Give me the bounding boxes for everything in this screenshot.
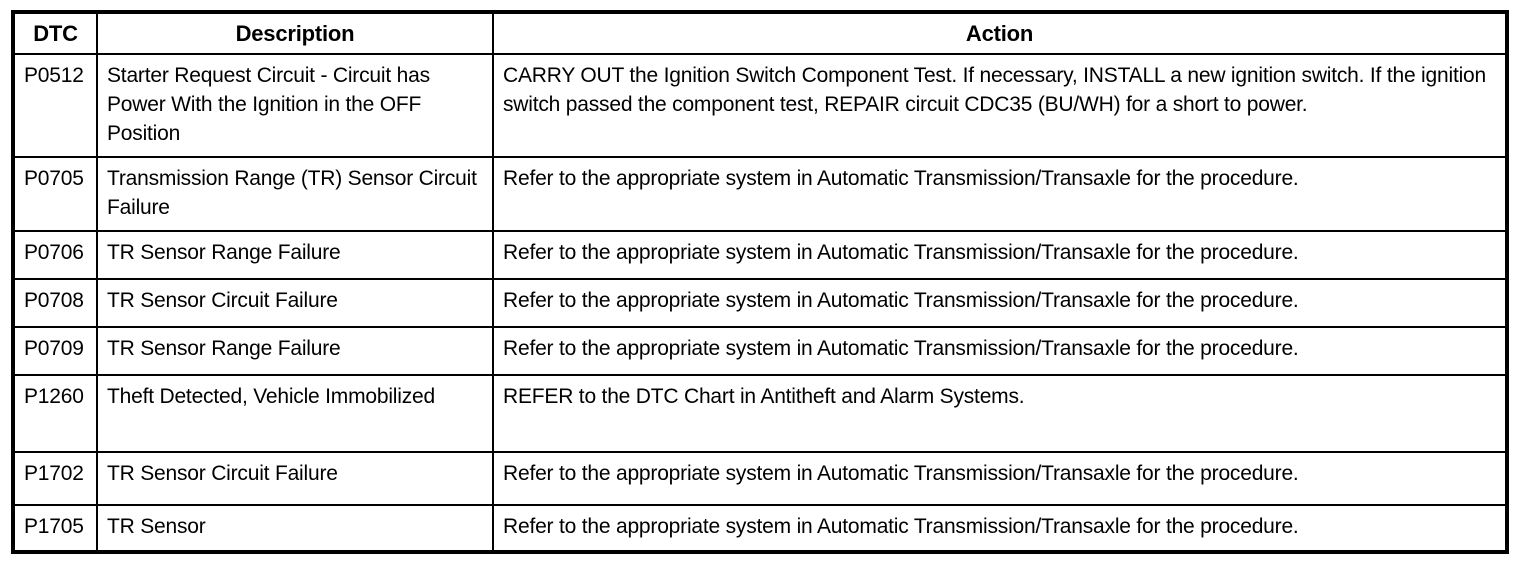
description-cell: TR Sensor Range Failure xyxy=(96,325,494,377)
action-cell: Refer to the appropriate system in Autom… xyxy=(492,229,1508,280)
table-row: P0706 TR Sensor Range Failure Refer to t… xyxy=(12,229,1508,280)
description-cell: Transmission Range (TR) Sensor Circuit F… xyxy=(96,156,494,232)
description-cell: Theft Detected, Vehicle Immobilized xyxy=(96,374,494,453)
action-cell: Refer to the appropriate system in Autom… xyxy=(492,325,1508,377)
table-row: P1702 TR Sensor Circuit Failure Refer to… xyxy=(12,450,1508,506)
table-row: P1705 TR Sensor Refer to the appropriate… xyxy=(12,503,1508,554)
header-dtc: DTC xyxy=(12,11,98,55)
table-header-row: DTC Description Action xyxy=(12,11,1508,55)
description-cell: TR Sensor Circuit Failure xyxy=(96,450,494,506)
dtc-code-cell: P0706 xyxy=(12,229,98,280)
table-row: P0709 TR Sensor Range Failure Refer to t… xyxy=(12,325,1508,377)
description-cell: TR Sensor Circuit Failure xyxy=(96,277,494,328)
dtc-code-cell: P0709 xyxy=(12,325,98,377)
table-row: P0512 Starter Request Circuit - Circuit … xyxy=(12,52,1508,159)
description-cell: Starter Request Circuit - Circuit has Po… xyxy=(96,52,494,159)
description-cell: TR Sensor xyxy=(96,503,494,554)
dtc-code-cell: P0708 xyxy=(12,277,98,328)
dtc-code-cell: P0705 xyxy=(12,156,98,232)
dtc-chart-table: DTC Description Action P0512 Starter Req… xyxy=(11,10,1509,554)
dtc-code-cell: P1260 xyxy=(12,374,98,453)
description-cell: TR Sensor Range Failure xyxy=(96,229,494,280)
action-cell: Refer to the appropriate system in Autom… xyxy=(492,156,1508,232)
table-row: P1260 Theft Detected, Vehicle Immobilize… xyxy=(12,374,1508,453)
action-cell: REFER to the DTC Chart in Antitheft and … xyxy=(492,374,1508,453)
dtc-code-cell: P0512 xyxy=(12,52,98,159)
action-cell: CARRY OUT the Ignition Switch Component … xyxy=(492,52,1508,159)
action-cell: Refer to the appropriate system in Autom… xyxy=(492,277,1508,328)
header-description: Description xyxy=(96,11,494,55)
action-cell: Refer to the appropriate system in Autom… xyxy=(492,503,1508,554)
dtc-code-cell: P1702 xyxy=(12,450,98,506)
header-action: Action xyxy=(492,11,1508,55)
dtc-code-cell: P1705 xyxy=(12,503,98,554)
table-row: P0708 TR Sensor Circuit Failure Refer to… xyxy=(12,277,1508,328)
table-row: P0705 Transmission Range (TR) Sensor Cir… xyxy=(12,156,1508,232)
action-cell: Refer to the appropriate system in Autom… xyxy=(492,450,1508,506)
